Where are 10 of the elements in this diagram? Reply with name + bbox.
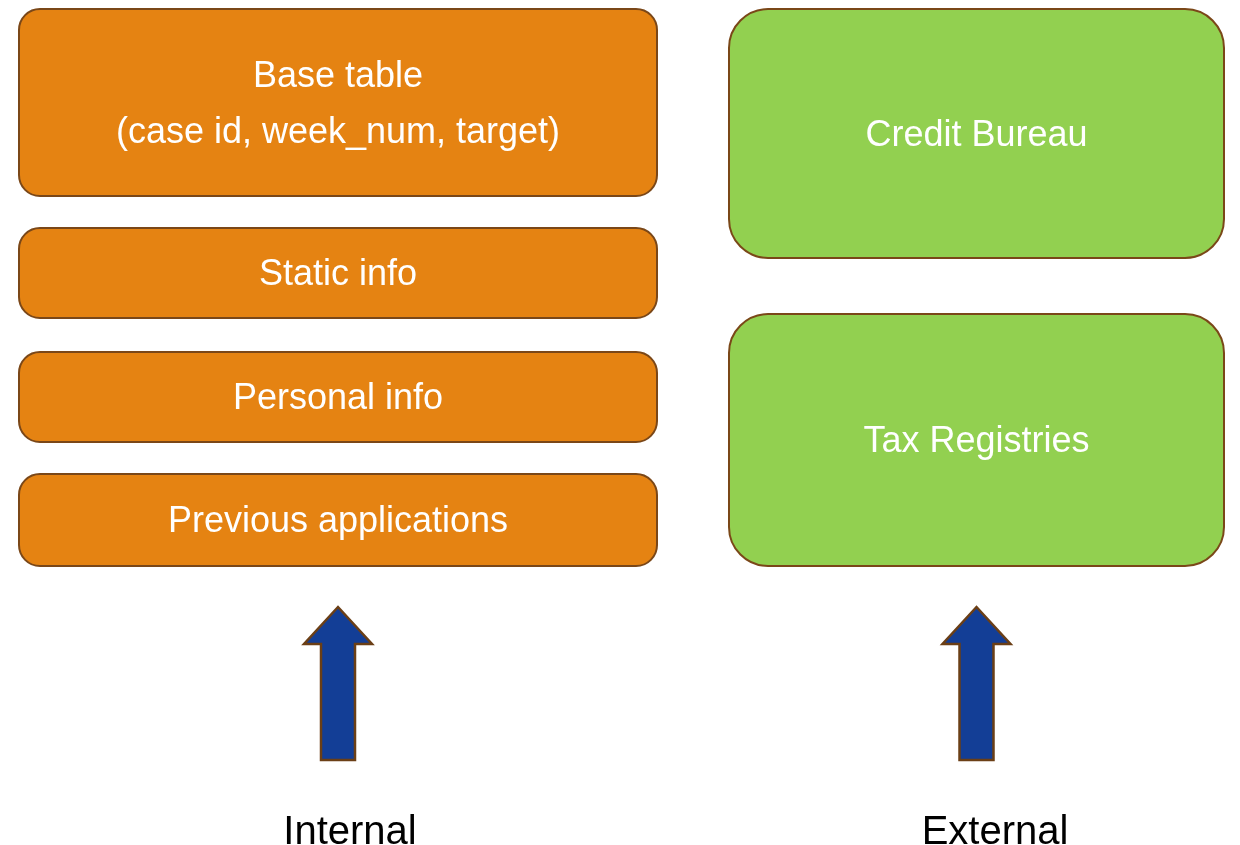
data-box: Previous applications — [18, 473, 658, 567]
source-box: Tax Registries — [728, 313, 1225, 567]
data-box: Static info — [18, 227, 658, 319]
data-box: Personal info — [18, 351, 658, 443]
group-label: External — [880, 800, 1110, 845]
block-arrow — [939, 605, 1014, 762]
block-arrow — [301, 605, 375, 762]
group-label: Internal — [240, 800, 460, 845]
source-box: Credit Bureau — [728, 8, 1225, 259]
data-box: Base table (case id, week_num, target) — [18, 8, 658, 197]
